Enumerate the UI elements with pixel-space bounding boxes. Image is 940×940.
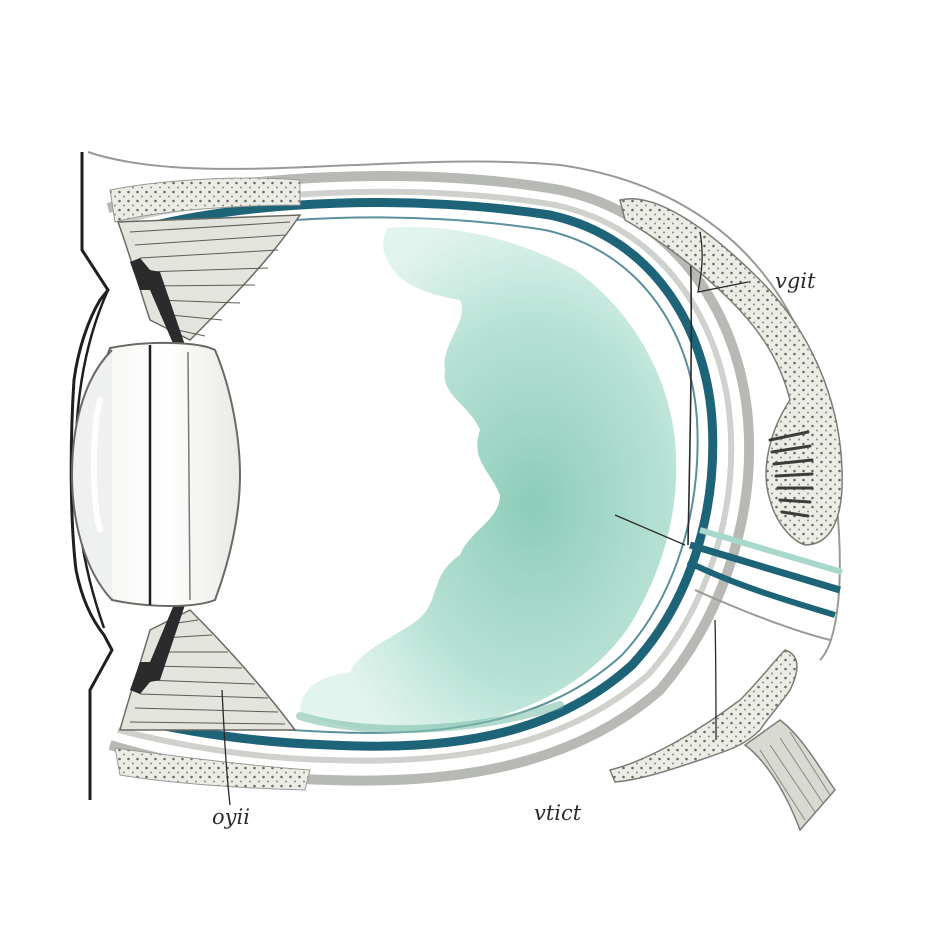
- upper-bone-ridges: [768, 430, 814, 518]
- lower-bone: [608, 649, 798, 783]
- leader-bottom-center: [714, 619, 717, 741]
- label-bottom-left: oyii: [212, 805, 250, 829]
- vitreous-inner-shadow: [296, 701, 564, 734]
- choroid-layer: [117, 188, 735, 764]
- leader-bottom-left: [221, 689, 231, 806]
- optic-nerve-lower: [686, 559, 836, 618]
- leader-top-right: [697, 231, 749, 293]
- retina-inner-line: [134, 216, 699, 734]
- upper-bone: [619, 198, 843, 546]
- lower-orbit-band: [114, 747, 311, 791]
- lens: [88, 341, 242, 607]
- retina-band: [123, 198, 718, 751]
- lower-iris: [130, 602, 185, 694]
- upper-iris: [130, 258, 185, 348]
- upper-orbit-band: [109, 177, 301, 223]
- optic-canal-fibers: [759, 731, 831, 821]
- optic-nerve-upper: [688, 541, 842, 594]
- outer-sheath-outline: [87, 151, 841, 661]
- lens-rear-line: [187, 351, 191, 601]
- optic-nerve-sheath-top: [699, 527, 843, 575]
- label-top-right: vgit: [775, 269, 816, 293]
- lens-highlight: [91, 397, 103, 533]
- label-bottom-center: vtict: [534, 801, 582, 825]
- leader-center: [614, 514, 686, 546]
- sclera-outer: [106, 171, 755, 786]
- optic-nerve-stem: [687, 229, 693, 546]
- optic-nerve-sheath-bottom: [694, 589, 831, 641]
- vitreous-wash: [300, 226, 677, 732]
